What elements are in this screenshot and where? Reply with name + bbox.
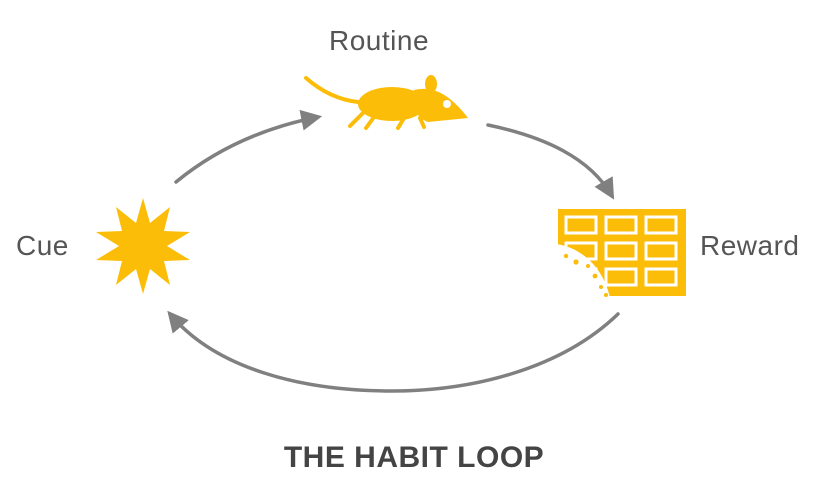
arrow-cue-to-routine: [174, 109, 323, 184]
routine-label: Routine: [329, 25, 430, 56]
mouse-eye: [443, 100, 451, 108]
chocolate-bar-icon: [556, 209, 686, 298]
cue-label: Cue: [16, 230, 69, 261]
mouse-icon: [304, 75, 468, 130]
arrow-reward-to-cue: [167, 310, 620, 393]
reward-label: Reward: [700, 230, 800, 261]
arrow-routine-to-reward: [486, 123, 615, 200]
starburst-icon: [96, 198, 190, 294]
diagram-title: THE HABIT LOOP: [283, 441, 545, 474]
